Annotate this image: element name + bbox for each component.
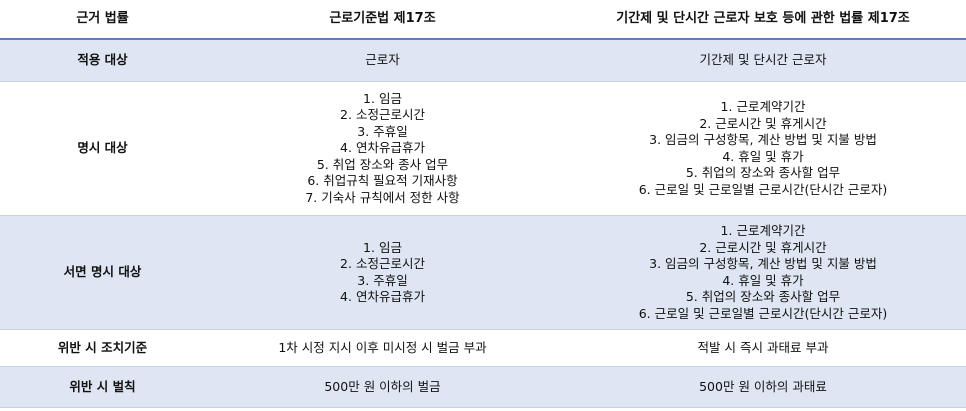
cell-left: 근로자 bbox=[205, 39, 560, 82]
cell-left: 1. 임금 2. 소정근로시간 3. 주휴일 4. 연차유급휴가 5. 취업 장… bbox=[205, 81, 560, 216]
cell-line: 500만 원 이하의 과태료 bbox=[699, 378, 827, 394]
cell-right: 적발 시 즉시 과태료 부과 bbox=[560, 329, 966, 367]
header-legal-basis: 근거 법률 bbox=[0, 0, 205, 40]
cell-line: 4. 연차유급휴가 bbox=[340, 140, 425, 156]
cell-line: 4. 휴일 및 휴가 bbox=[722, 272, 804, 288]
cell-line: 6. 취업규칙 필요적 기재사항 bbox=[307, 173, 458, 189]
cell-line: 4. 연차유급휴가 bbox=[340, 289, 425, 304]
row-label: 위반 시 벌칙 bbox=[0, 366, 205, 408]
cell-line: 4. 휴일 및 휴가 bbox=[722, 148, 804, 164]
row-label: 적용 대상 bbox=[0, 39, 205, 82]
cell-line: 6. 근로일 및 근로일별 근로시간(단시간 근로자) bbox=[638, 181, 888, 197]
cell-line: 3. 주휴일 bbox=[357, 272, 408, 288]
cell-line: 2. 소정근로시간 bbox=[340, 107, 425, 123]
cell-line: 2. 근로시간 및 휴게시간 bbox=[699, 239, 827, 255]
header-fixed-term-act: 기간제 및 단시간 근로자 보호 등에 관한 법률 제17조 bbox=[560, 0, 966, 40]
cell-line: 근로자 bbox=[365, 52, 400, 68]
row-label: 명시 대상 bbox=[0, 81, 205, 216]
row-label: 위반 시 조치기준 bbox=[0, 329, 205, 367]
table-row: 명시 대상 1. 임금 2. 소정근로시간 3. 주휴일 4. 연차유급휴가 5… bbox=[0, 81, 966, 216]
cell-line: 1. 임금 bbox=[363, 90, 402, 106]
header-labor-standards-act: 근로기준법 제17조 bbox=[205, 0, 560, 40]
cell-right: 1. 근로계약기간 2. 근로시간 및 휴게시간 3. 임금의 구성항목, 계산… bbox=[560, 81, 966, 216]
cell-line: 1. 근로계약기간 bbox=[720, 223, 806, 238]
cell-right: 500만 원 이하의 과태료 bbox=[560, 366, 966, 408]
cell-line: 1. 임금 bbox=[363, 239, 402, 255]
cell-right: 기간제 및 단시간 근로자 bbox=[560, 39, 966, 82]
cell-left: 500만 원 이하의 벌금 bbox=[205, 366, 560, 408]
cell-left: 1차 시정 지시 이후 미시정 시 벌금 부과 bbox=[205, 329, 560, 367]
table-row: 서면 명시 대상 1. 임금 2. 소정근로시간 3. 주휴일 4. 연차유급휴… bbox=[0, 215, 966, 330]
cell-line: 2. 소정근로시간 bbox=[340, 256, 425, 271]
cell-line: 5. 취업의 장소와 종사할 업무 bbox=[685, 289, 841, 304]
header-row: 근거 법률 근로기준법 제17조 기간제 및 단시간 근로자 보호 등에 관한 … bbox=[0, 0, 966, 40]
cell-line: 5. 취업의 장소와 종사할 업무 bbox=[685, 165, 841, 180]
table-row: 적용 대상 근로자 기간제 및 단시간 근로자 bbox=[0, 39, 966, 82]
cell-right: 1. 근로계약기간 2. 근로시간 및 휴게시간 3. 임금의 구성항목, 계산… bbox=[560, 215, 966, 330]
table-row: 위반 시 벌칙 500만 원 이하의 벌금 500만 원 이하의 과태료 bbox=[0, 366, 966, 408]
cell-line: 적발 시 즉시 과태료 부과 bbox=[697, 339, 829, 355]
cell-line: 2. 근로시간 및 휴게시간 bbox=[699, 115, 827, 131]
table-row: 위반 시 조치기준 1차 시정 지시 이후 미시정 시 벌금 부과 적발 시 즉… bbox=[0, 329, 966, 367]
cell-line: 1차 시정 지시 이후 미시정 시 벌금 부과 bbox=[278, 339, 487, 355]
cell-line: 3. 임금의 구성항목, 계산 방법 및 지불 방법 bbox=[649, 256, 877, 271]
cell-line: 3. 주휴일 bbox=[357, 123, 408, 139]
cell-line: 7. 기숙사 규칙에서 정한 사항 bbox=[305, 189, 460, 205]
cell-line: 1. 근로계약기간 bbox=[720, 99, 806, 114]
cell-line: 6. 근로일 및 근로일별 근로시간(단시간 근로자) bbox=[638, 305, 888, 321]
cell-line: 500만 원 이하의 벌금 bbox=[324, 378, 441, 394]
cell-line: 5. 취업 장소와 종사 업무 bbox=[316, 156, 449, 172]
cell-line: 3. 임금의 구성항목, 계산 방법 및 지불 방법 bbox=[649, 132, 877, 147]
row-label: 서면 명시 대상 bbox=[0, 215, 205, 330]
cell-line: 기간제 및 단시간 근로자 bbox=[699, 52, 827, 68]
cell-left: 1. 임금 2. 소정근로시간 3. 주휴일 4. 연차유급휴가 bbox=[205, 215, 560, 330]
